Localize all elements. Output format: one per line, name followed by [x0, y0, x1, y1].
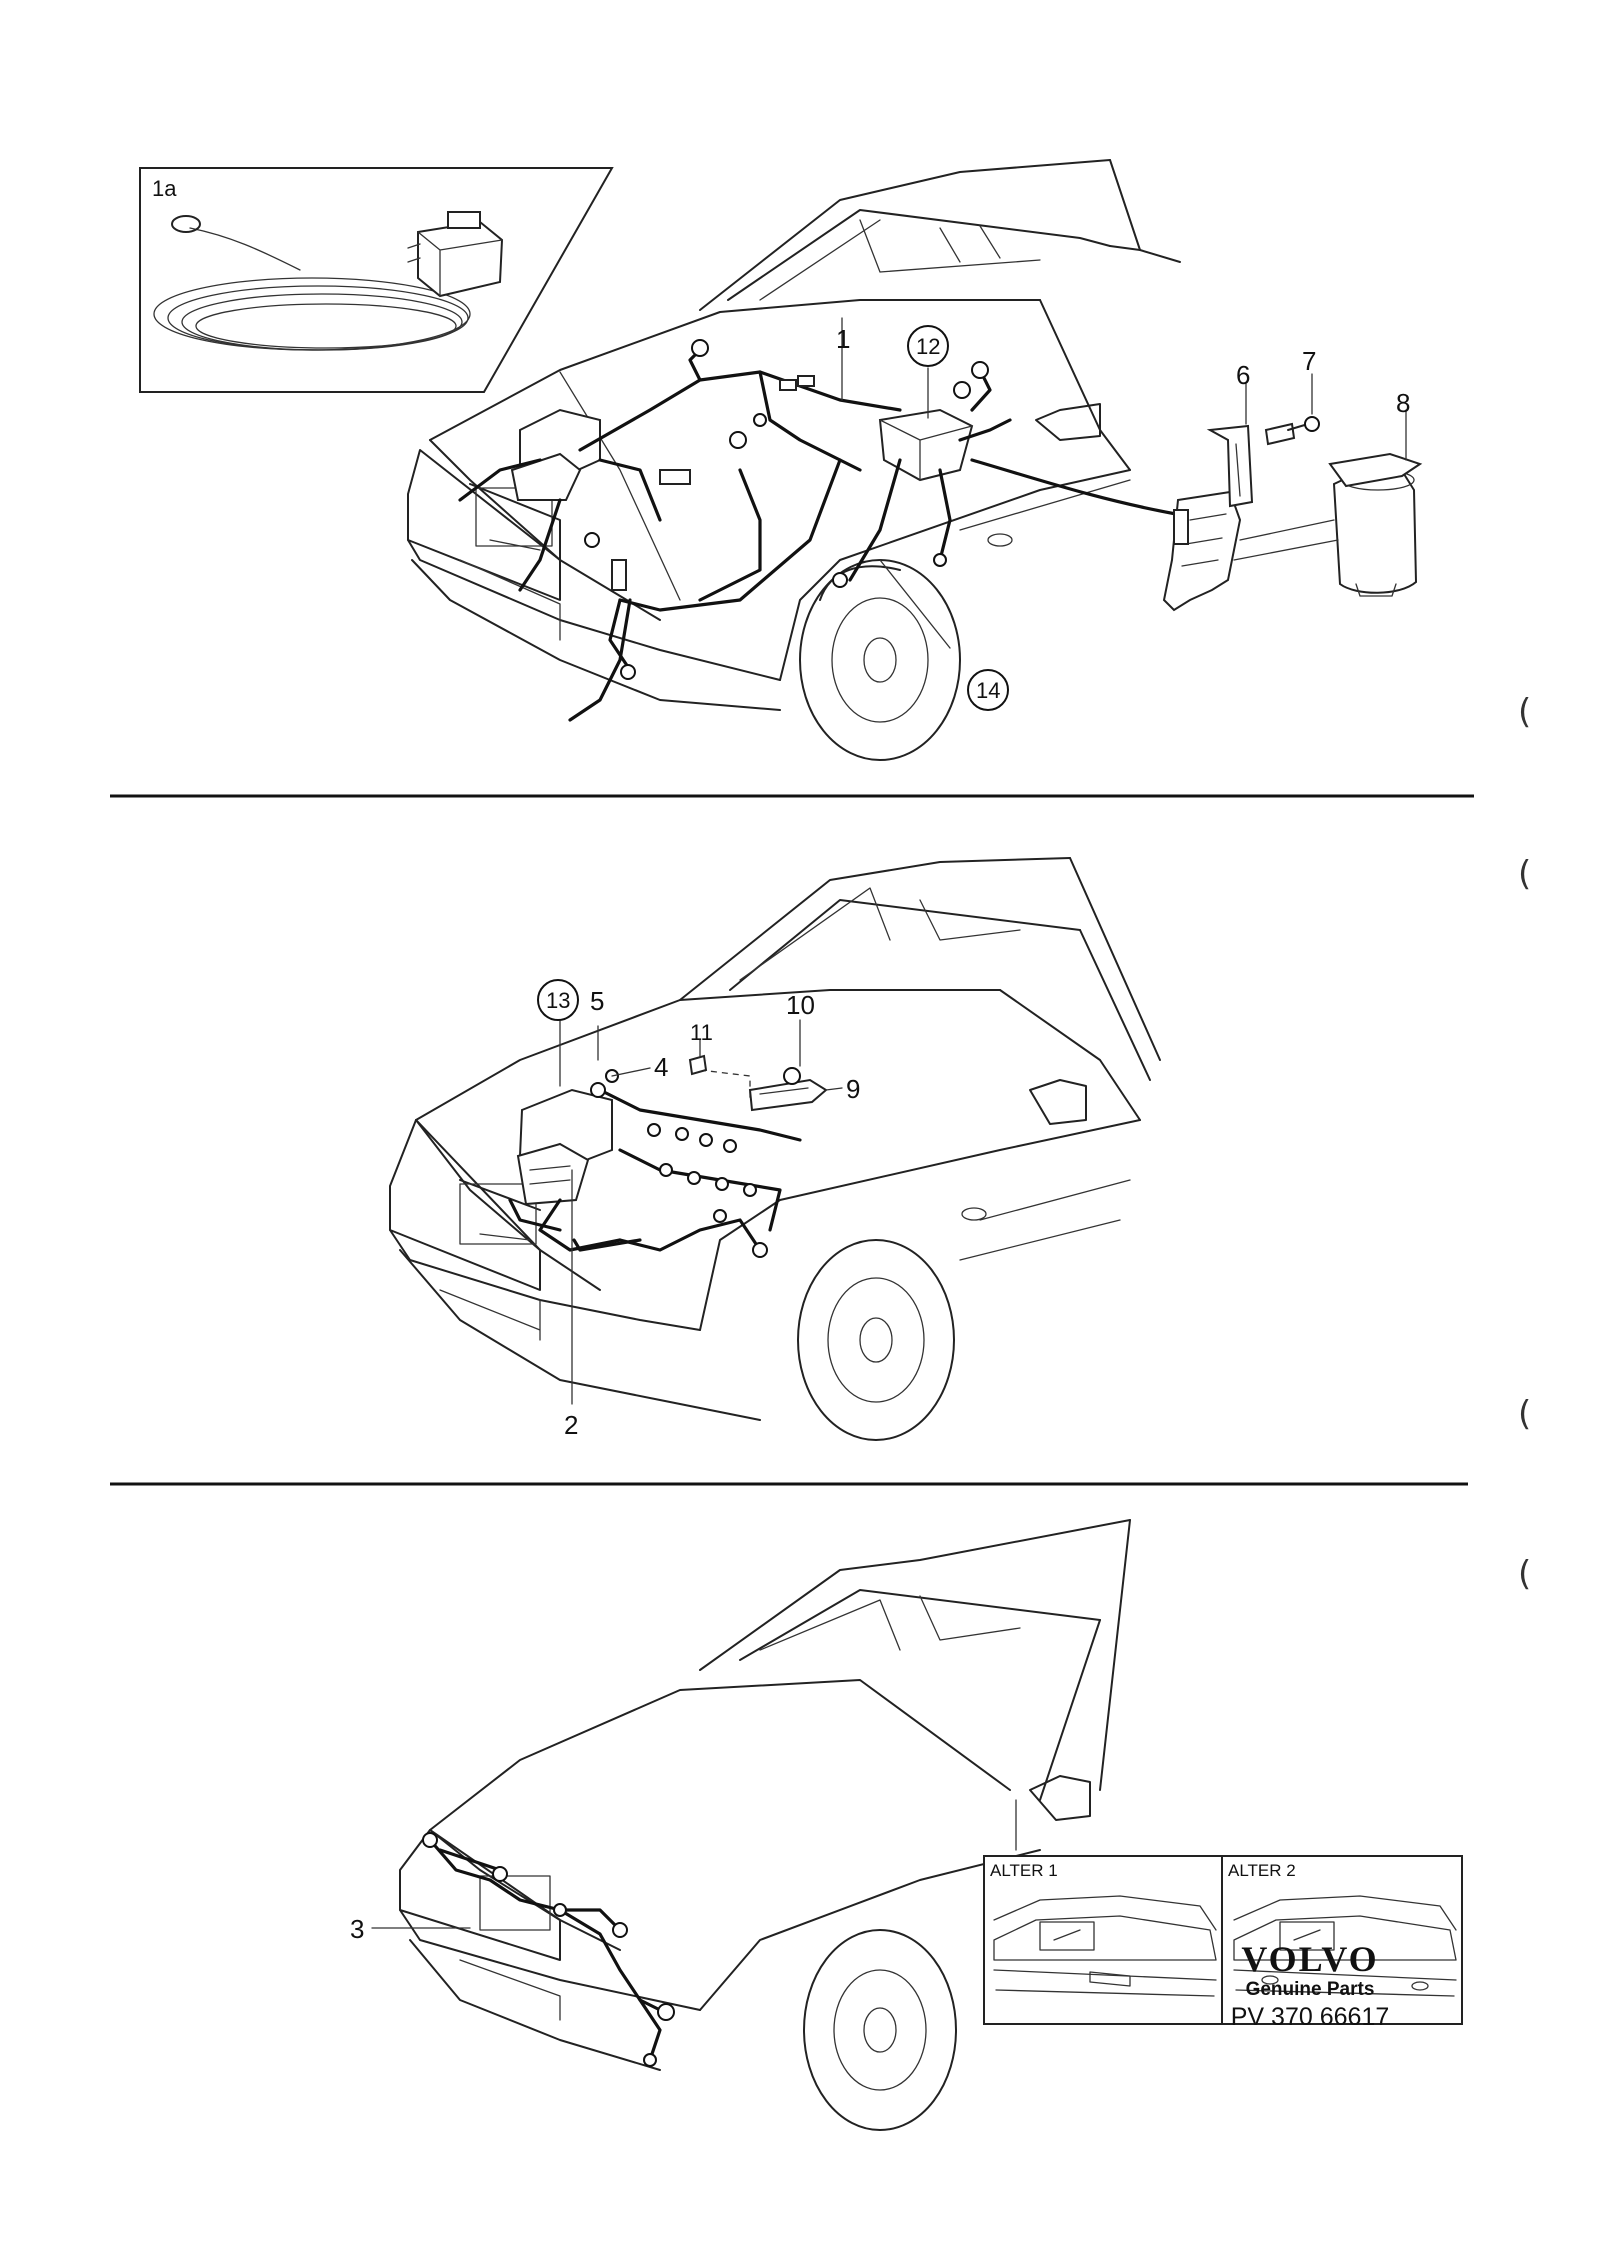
margin-mark: ( — [1518, 1394, 1532, 1434]
margin-mark: ( — [1518, 1554, 1532, 1594]
callout-14-circle: 14 — [967, 669, 1009, 711]
bracket-assembly — [1162, 373, 1423, 612]
callout-13-circle: 13 — [537, 979, 579, 1021]
alternative-2-label: ALTER 2 — [1228, 1861, 1296, 1880]
callout-1a: 1a — [152, 176, 177, 201]
part-code: PV 370 66617 — [1230, 2003, 1390, 2031]
margin-mark: ( — [1518, 692, 1532, 732]
callout-3: 3 — [350, 1914, 364, 1944]
callout-11: 11 — [690, 1020, 713, 1045]
brand-block: VOLVO Genuine Parts PV 370 66617 — [1210, 1940, 1410, 2032]
alternative-1-label: ALTER 1 — [990, 1861, 1058, 1880]
volvo-logo: VOLVO — [1241, 1939, 1379, 1979]
callout-9: 9 — [846, 1074, 860, 1104]
callout-7: 7 — [1302, 346, 1316, 376]
callout-12: 12 — [916, 334, 940, 359]
callout-8: 8 — [1396, 388, 1410, 418]
callout-4: 4 — [654, 1052, 668, 1082]
car-view-2 — [389, 857, 1161, 1441]
car-view-3 — [371, 1519, 1131, 2131]
callout-10: 10 — [786, 990, 815, 1020]
callout-1: 1 — [836, 324, 850, 354]
callout-6: 6 — [1236, 360, 1250, 390]
callout-2: 2 — [564, 1410, 578, 1440]
alternative-front-inset: ALTER 1 ALTER 2 — [983, 1855, 1463, 2025]
car-view-1 — [407, 159, 1181, 761]
inset-1a: 1a — [139, 167, 614, 393]
brand-tagline: Genuine Parts — [1245, 1979, 1375, 2000]
callout-14: 14 — [976, 678, 1000, 703]
margin-mark: ( — [1518, 854, 1532, 894]
callout-13: 13 — [546, 988, 570, 1013]
callout-12-circle: 12 — [907, 325, 949, 367]
callout-5: 5 — [590, 986, 604, 1016]
